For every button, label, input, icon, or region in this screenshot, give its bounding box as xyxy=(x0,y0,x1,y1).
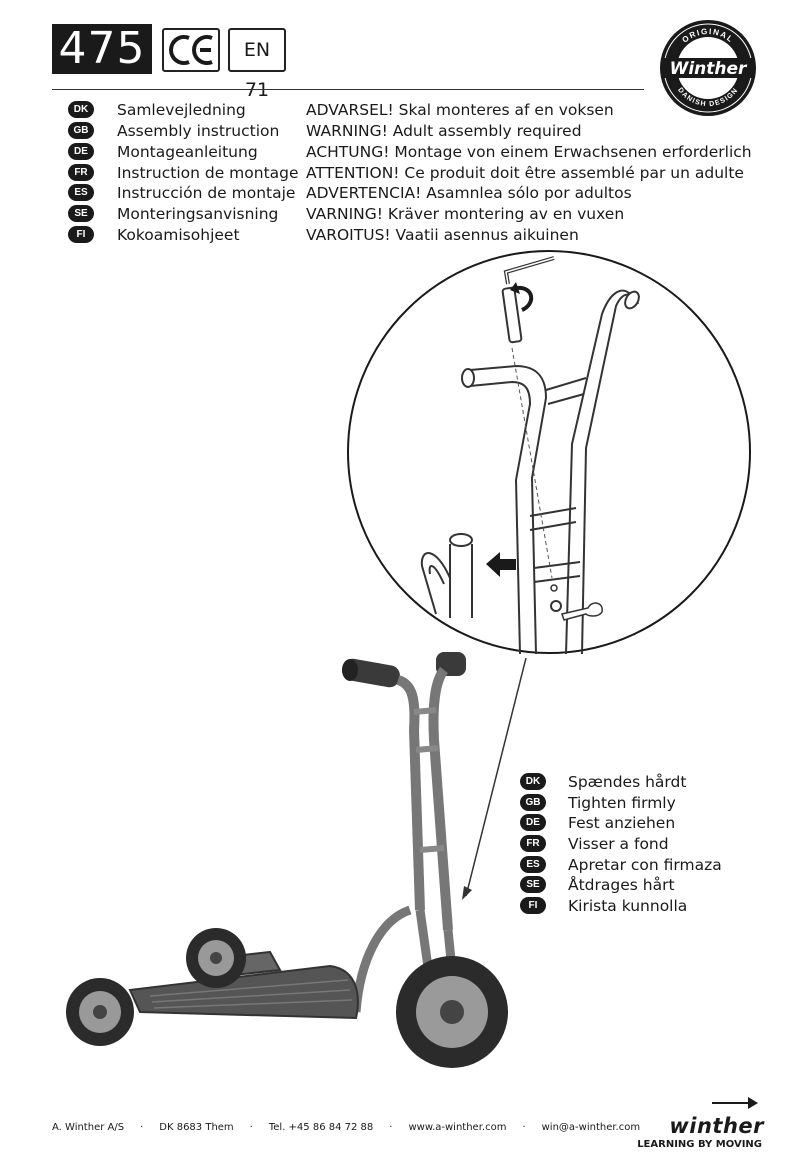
language-warning: VAROITUS! Vaatii asennus aikuinen xyxy=(306,226,579,244)
tighten-text: Kirista kunnolla xyxy=(568,897,688,915)
brand-tagline: LEARNING BY MOVING xyxy=(637,1139,762,1150)
assembly-detail-illustration xyxy=(347,250,751,655)
language-warning: WARNING! Adult assembly required xyxy=(306,122,582,140)
next-page-arrow-icon xyxy=(712,1097,758,1109)
footer-company: A. Winther A/S xyxy=(52,1122,125,1133)
lang-code-badge: FR xyxy=(68,164,94,181)
standard-badge: EN 71 xyxy=(228,28,286,101)
lang-code-badge: FR xyxy=(520,835,546,852)
tighten-text: Åtdrages hårt xyxy=(568,876,675,894)
footer-email[interactable]: win@a-winther.com xyxy=(541,1122,641,1133)
language-warning: ADVERTENCIA! Asamnlea sólo por adultos xyxy=(306,184,632,202)
lang-code-badge: ES xyxy=(68,184,94,201)
language-warning: ATTENTION! Ce produit doit être assemblé… xyxy=(306,164,744,182)
language-title: Instrucción de montaje xyxy=(117,184,296,202)
language-title: Montageanleitung xyxy=(117,143,258,161)
footer-separator: · xyxy=(389,1122,393,1133)
lang-code-badge: SE xyxy=(520,876,546,893)
footer-address: DK 8683 Them xyxy=(159,1122,234,1133)
model-number: 475 xyxy=(52,24,152,74)
footer-phone: Tel. +45 86 84 72 88 xyxy=(268,1122,374,1133)
language-warning: ADVARSEL! Skal monteres af en voksen xyxy=(306,101,614,119)
tighten-text: Tighten firmly xyxy=(568,794,676,812)
language-title: Kokoamisohjeet xyxy=(117,226,240,244)
footer-contact: A. Winther A/S · DK 8683 Them · Tel. +45 86 … xyxy=(52,1120,640,1136)
language-title: Monteringsanvisning xyxy=(117,205,279,223)
tighten-text: Spændes hårdt xyxy=(568,773,687,791)
lang-code-badge: GB xyxy=(68,122,94,139)
language-title: Instruction de montage xyxy=(117,164,299,182)
logo-brand: Winther xyxy=(670,59,748,79)
ce-mark xyxy=(162,28,220,72)
ce-mark-icon xyxy=(169,35,213,65)
lang-code-badge: DK xyxy=(520,773,546,790)
lang-code-badge: DE xyxy=(520,814,546,831)
lang-code-badge: GB xyxy=(520,794,546,811)
lang-code-badge: ES xyxy=(520,856,546,873)
footer-brand: winther LEARNING BY MOVING xyxy=(634,1114,764,1154)
language-title: Samlevejledning xyxy=(117,101,246,119)
language-title: Assembly instruction xyxy=(117,122,280,140)
scooter-illustration xyxy=(66,652,508,1068)
language-warning: VARNING! Kräver montering av en vuxen xyxy=(306,205,625,223)
winther-logo: ORIGINAL DANISH DESIGN Winther xyxy=(660,20,756,116)
tighten-text: Apretar con firmaza xyxy=(568,856,722,874)
lang-code-badge: SE xyxy=(68,205,94,222)
brand-wordmark: winther xyxy=(669,1114,764,1138)
leader-line xyxy=(462,657,527,900)
tighten-text: Visser a fond xyxy=(568,835,669,853)
footer-separator: · xyxy=(140,1122,144,1133)
lang-code-badge: FI xyxy=(520,897,546,914)
lang-code-badge: DE xyxy=(68,143,94,160)
footer-website[interactable]: www.a-winther.com xyxy=(408,1122,507,1133)
language-warning: ACHTUNG! Montage von einem Erwachsenen e… xyxy=(306,143,752,161)
lang-code-badge: DK xyxy=(68,101,94,118)
header-divider xyxy=(52,89,644,90)
lang-code-badge: FI xyxy=(68,226,94,243)
footer-separator: · xyxy=(522,1122,526,1133)
footer-separator: · xyxy=(249,1122,253,1133)
tighten-text: Fest anziehen xyxy=(568,814,676,832)
